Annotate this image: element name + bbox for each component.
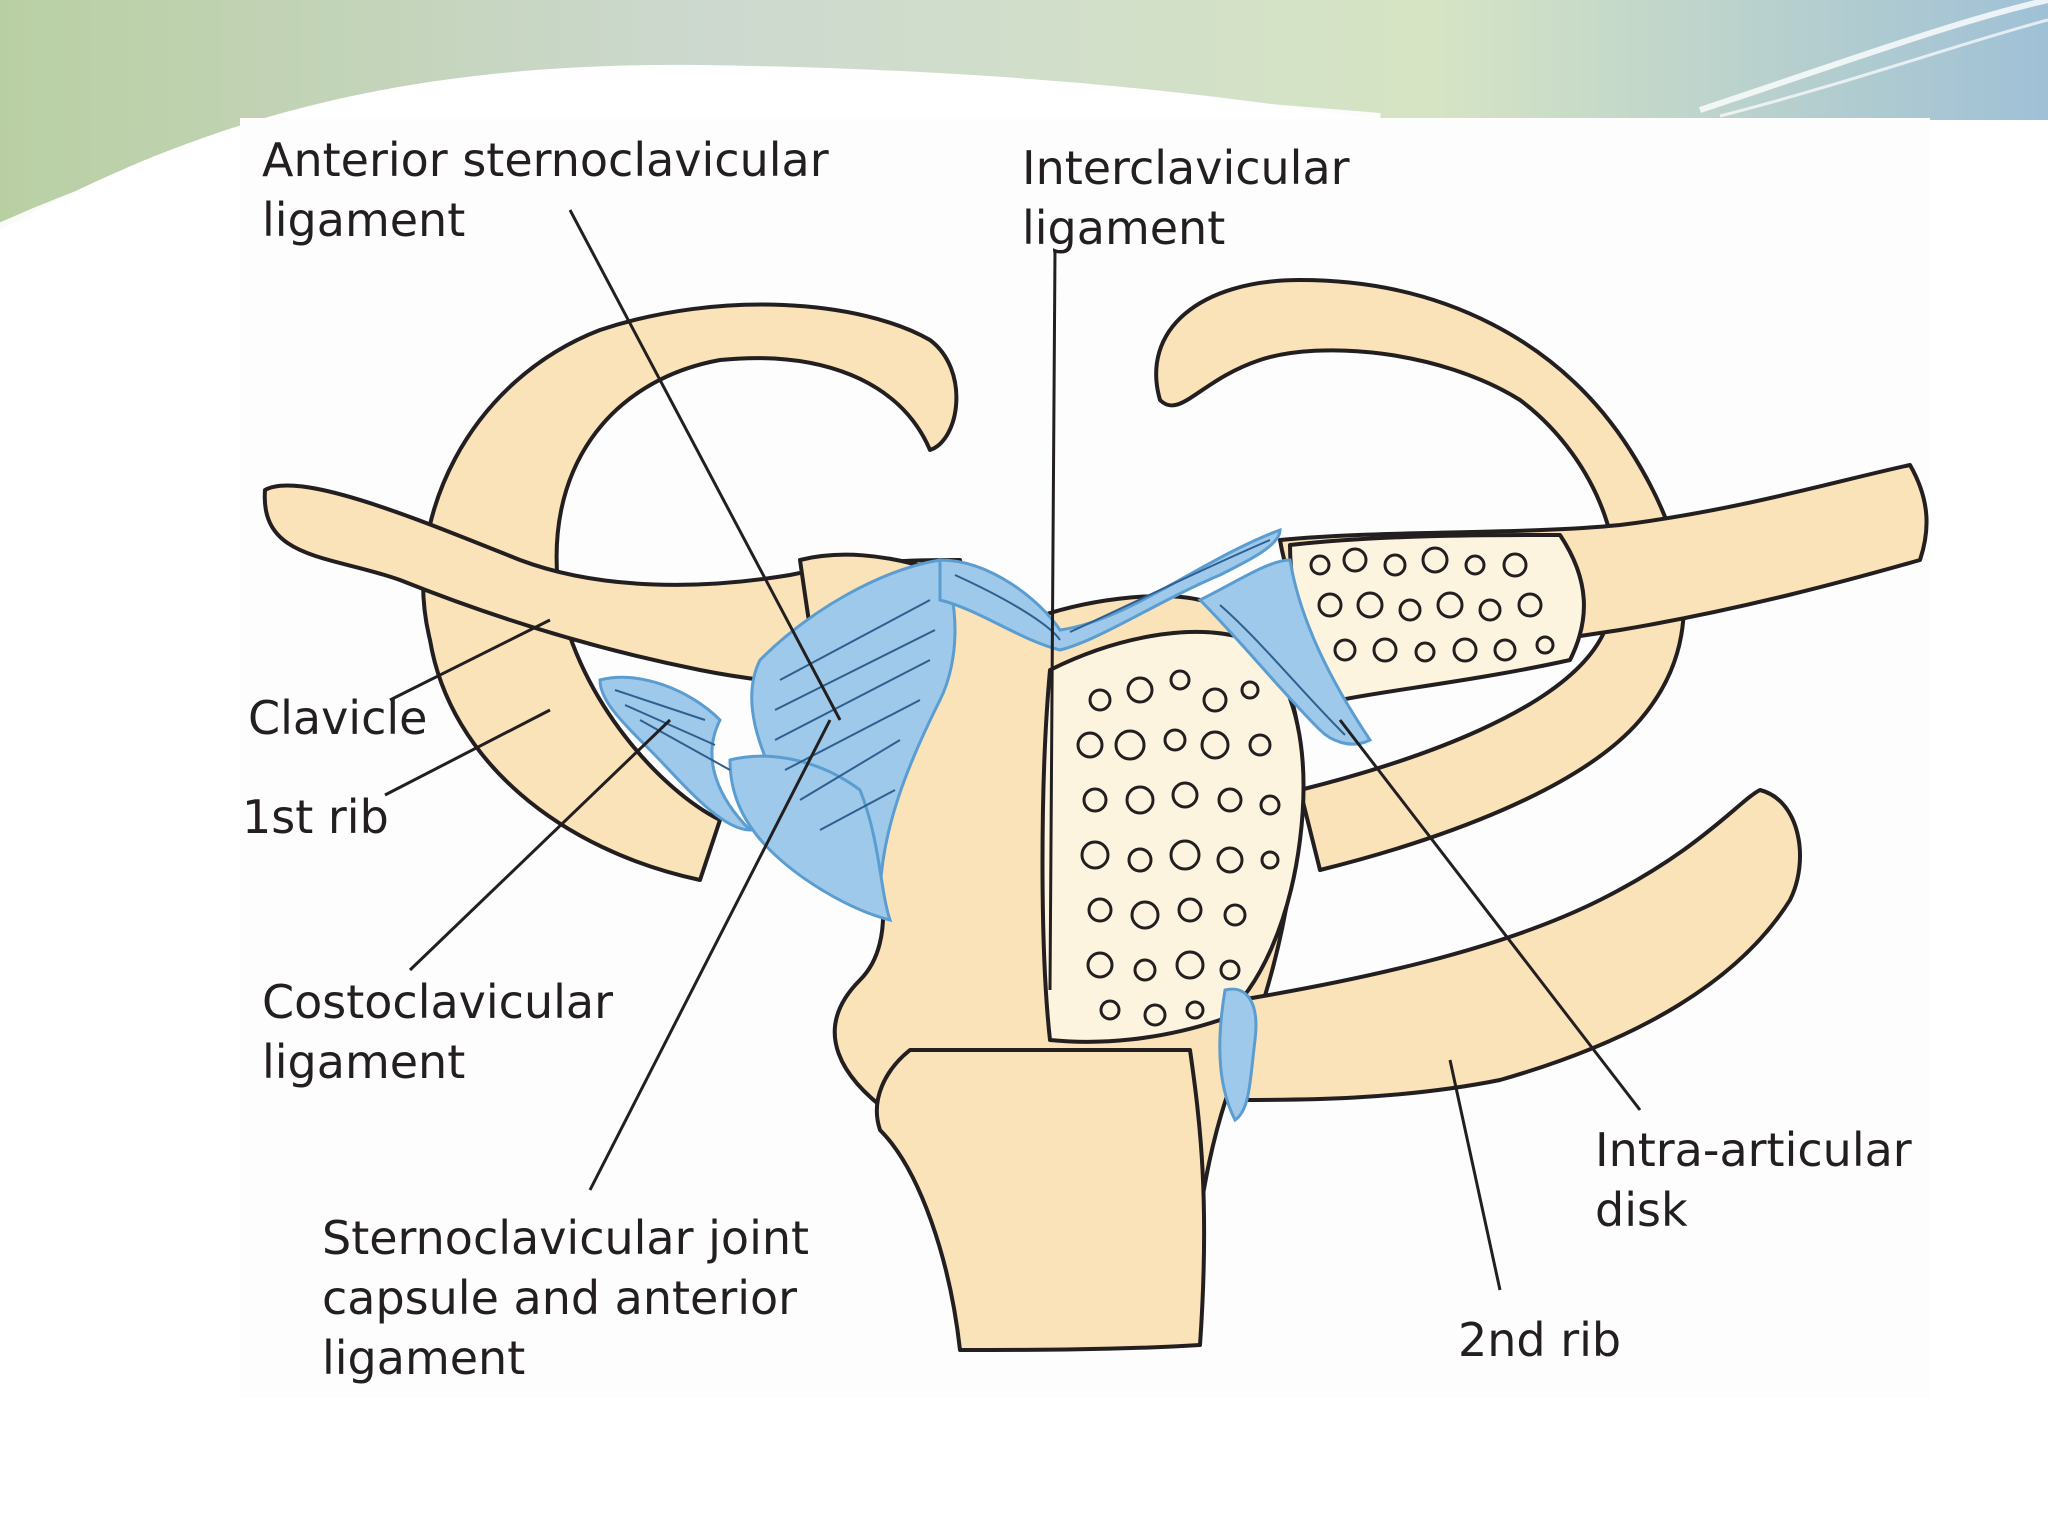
label-costoclavicular-ligament: Costoclavicular ligament (262, 972, 613, 1092)
label-line: 1st rib (242, 790, 389, 844)
label-anterior-sternoclavicular-ligament: Anterior sternoclavicular ligament (262, 130, 829, 250)
label-line: Sternoclavicular joint (322, 1211, 810, 1265)
label-line: ligament (262, 193, 466, 247)
label-line: Intra-articular (1595, 1123, 1912, 1177)
label-intra-articular-disk: Intra-articular disk (1595, 1120, 1912, 1240)
leader-lines (384, 209, 1642, 1291)
second-costal-joint (1218, 987, 1258, 1123)
leader-intra-articular (1338, 719, 1642, 1111)
label-line: 2nd rib (1458, 1313, 1622, 1367)
label-line: disk (1595, 1183, 1688, 1237)
label-line: ligament (322, 1331, 526, 1385)
label-interclavicular-ligament: Interclavicular ligament (1022, 138, 1350, 258)
leader-anterior-sc (568, 209, 842, 721)
header-wave (0, 0, 2048, 230)
leader-clavicle (389, 618, 551, 702)
label-line: capsule and anterior (322, 1271, 798, 1325)
label-line: Clavicle (248, 691, 428, 745)
label-line: Interclavicular (1022, 141, 1350, 195)
left-first-rib (421, 302, 959, 882)
second-rib (1238, 788, 1802, 1102)
leader-interclavicular (1048, 249, 1057, 991)
leader-sc-capsule (588, 719, 832, 1191)
label-second-rib: 2nd rib (1458, 1310, 1621, 1370)
header-wave-highlight (0, 82, 1381, 237)
label-line: Anterior sternoclavicular (262, 133, 829, 187)
label-clavicle: Clavicle (248, 688, 427, 748)
label-line: ligament (262, 1035, 466, 1089)
clavicle-cut-surface (1288, 533, 1586, 702)
leader-second-rib (1448, 1059, 1502, 1291)
label-first-rib: 1st rib (242, 787, 389, 847)
costoclavicular-ligament (598, 675, 754, 832)
leader-costoclavicular (408, 718, 672, 972)
intra-articular-disk (1197, 558, 1373, 746)
leader-first-rib (384, 708, 551, 797)
label-line: Costoclavicular (262, 975, 613, 1029)
sternum-body (874, 1048, 1207, 1352)
right-first-rib (1154, 278, 1686, 872)
label-sternoclavicular-joint-capsule: Sternoclavicular joint capsule and anter… (322, 1208, 809, 1388)
label-line: ligament (1022, 201, 1226, 255)
sc-joint-capsule-lower (728, 754, 893, 923)
cancellous-bone-pattern (1076, 546, 1555, 1027)
